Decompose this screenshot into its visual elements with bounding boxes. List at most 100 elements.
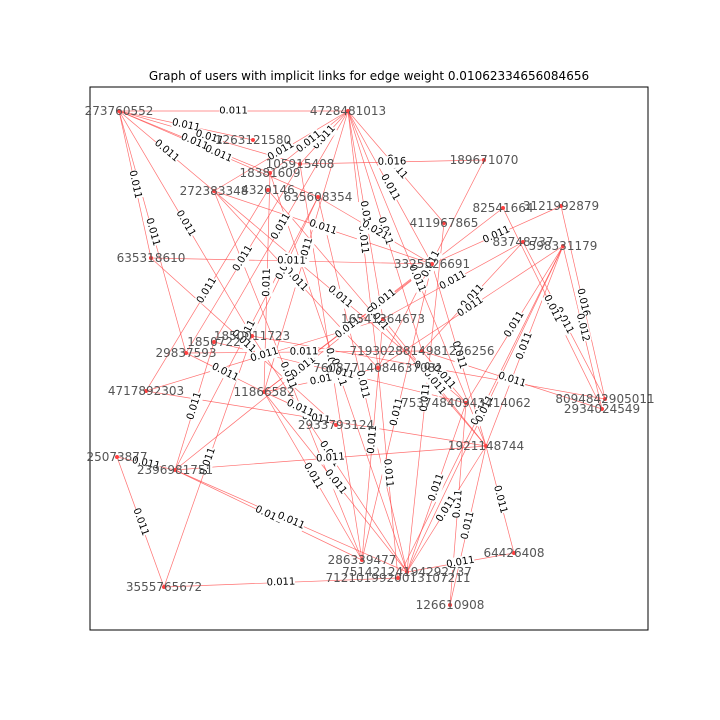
node-marker (381, 317, 385, 321)
edge-label-background (229, 327, 258, 356)
edge-label-background (151, 137, 182, 165)
edge-label-group: 0.011 (380, 458, 396, 488)
edge-label-background (131, 454, 161, 473)
edge-label-background (445, 554, 476, 571)
edge-label-background (490, 484, 510, 515)
node-label: 273760552 (85, 104, 154, 118)
edge-label-group: 0.011 (290, 345, 319, 359)
edge-label-group: 0.016 (574, 287, 592, 318)
node-marker (376, 366, 380, 370)
edge-weight-label: 0.011 (366, 425, 379, 454)
edge-label-group: 0.011 (126, 169, 144, 200)
edge-label-background (502, 309, 527, 340)
edge-weight-label: 0.011 (219, 106, 248, 117)
node-label: 105915408 (266, 157, 335, 171)
node-label: 1850722 (187, 335, 240, 349)
node-marker (250, 334, 254, 338)
edge-weight-label: 0.01 (309, 372, 333, 387)
edge-weight-label: 0.011 (369, 287, 398, 313)
node-label: 64426408 (483, 546, 544, 560)
edge-label-group: 0.011 (151, 137, 182, 165)
edge-weight-label: 0.011 (491, 484, 509, 514)
edge-label-background (277, 254, 306, 268)
edge-label-background (365, 425, 380, 454)
node-marker (561, 244, 565, 248)
node-marker (405, 570, 409, 574)
node-label: 4728481013 (310, 104, 386, 118)
edge-label-background (307, 217, 339, 238)
edge-label-background (126, 169, 144, 200)
node-label: 1850011723 (214, 329, 290, 343)
edge-label-group: 0.011 (194, 275, 220, 306)
edge-label-background (430, 362, 458, 392)
node-label: 7121019920013107211 (325, 571, 470, 585)
node-label: 189671070 (450, 153, 519, 167)
node-marker (144, 389, 148, 393)
edge-label-background (353, 369, 372, 400)
node-marker (334, 423, 338, 427)
edge-label-background (184, 390, 205, 422)
edge-label-background (322, 467, 349, 497)
edge-label-background (333, 314, 363, 342)
edge-label-group: 0.012 (573, 312, 592, 343)
edge-weight-label: 0.011 (269, 211, 293, 241)
node-label: 635608354 (284, 190, 353, 204)
edge-label-group: 0.011 (496, 369, 528, 391)
node-marker (212, 189, 216, 193)
edge-label-background (421, 367, 448, 398)
edge-label-background (249, 345, 280, 365)
edge-label-background (294, 128, 324, 156)
edge-label-background (387, 396, 407, 428)
edge-label-background (496, 369, 528, 391)
edge-label-background (378, 172, 402, 203)
edge-weight-label: 0.011 (152, 138, 181, 165)
figure-title: Graph of users with implicit links for e… (149, 69, 589, 83)
node-label: 2933793124 (298, 418, 374, 432)
edge-label-background (265, 138, 297, 164)
edge-label-group: 0.011 (260, 268, 274, 297)
edge-label-background (300, 460, 326, 492)
edge-label-group: 0.011 (316, 450, 345, 466)
node-label: 272383348 (180, 184, 249, 198)
edge-label-background (275, 509, 307, 533)
node-marker (484, 444, 488, 448)
node-marker (117, 109, 121, 113)
plot-frame (89, 86, 649, 631)
edge-label-group: 0.011 (490, 484, 510, 515)
node-label: 75142124194292737 (342, 565, 472, 579)
node-label: 75374840943414062 (401, 396, 531, 410)
edge-weight-label: 0.011 (261, 268, 273, 297)
edge-label-group: 0.011 (219, 105, 248, 117)
edge-weight-label: 0.011 (316, 451, 345, 464)
edge-weight-label: 0.011 (322, 467, 348, 496)
edge-label-group: 0.011 (368, 286, 399, 314)
edge-label-background (455, 294, 486, 320)
edge-label-group: 0.011 (438, 268, 468, 293)
edge-label-background (377, 155, 407, 169)
edge-label-background (288, 353, 319, 381)
edge-weight-label: 0.011 (381, 458, 395, 488)
edge-label-group: 0.011 (142, 217, 163, 247)
edge-label-background (406, 263, 428, 294)
node-label: 82541664 (472, 201, 533, 215)
node-label: 25073877 (86, 450, 147, 464)
edge-weight-label: 0.011 (438, 269, 468, 292)
edge-weight-label: 0.011 (290, 346, 319, 357)
edge-label-background (284, 397, 316, 420)
node-label: 3555765672 (126, 580, 202, 594)
node-marker (115, 455, 119, 459)
node-label: 2934024549 (564, 402, 640, 416)
edge-label-background (418, 382, 433, 413)
edge-weight-label: 0.011 (445, 555, 475, 571)
edge-label-background (260, 268, 274, 297)
edge-label-background (426, 472, 447, 503)
edge-weight-label: 0.011 (514, 331, 535, 362)
node-label: 7193028814981276256 (349, 344, 494, 358)
edge-weight-label: 0.011 (185, 391, 204, 422)
edge-label-group: 0.011 (450, 489, 466, 519)
edge-label-background (574, 287, 592, 318)
node-marker (298, 162, 302, 166)
edge-label-background (316, 450, 345, 466)
